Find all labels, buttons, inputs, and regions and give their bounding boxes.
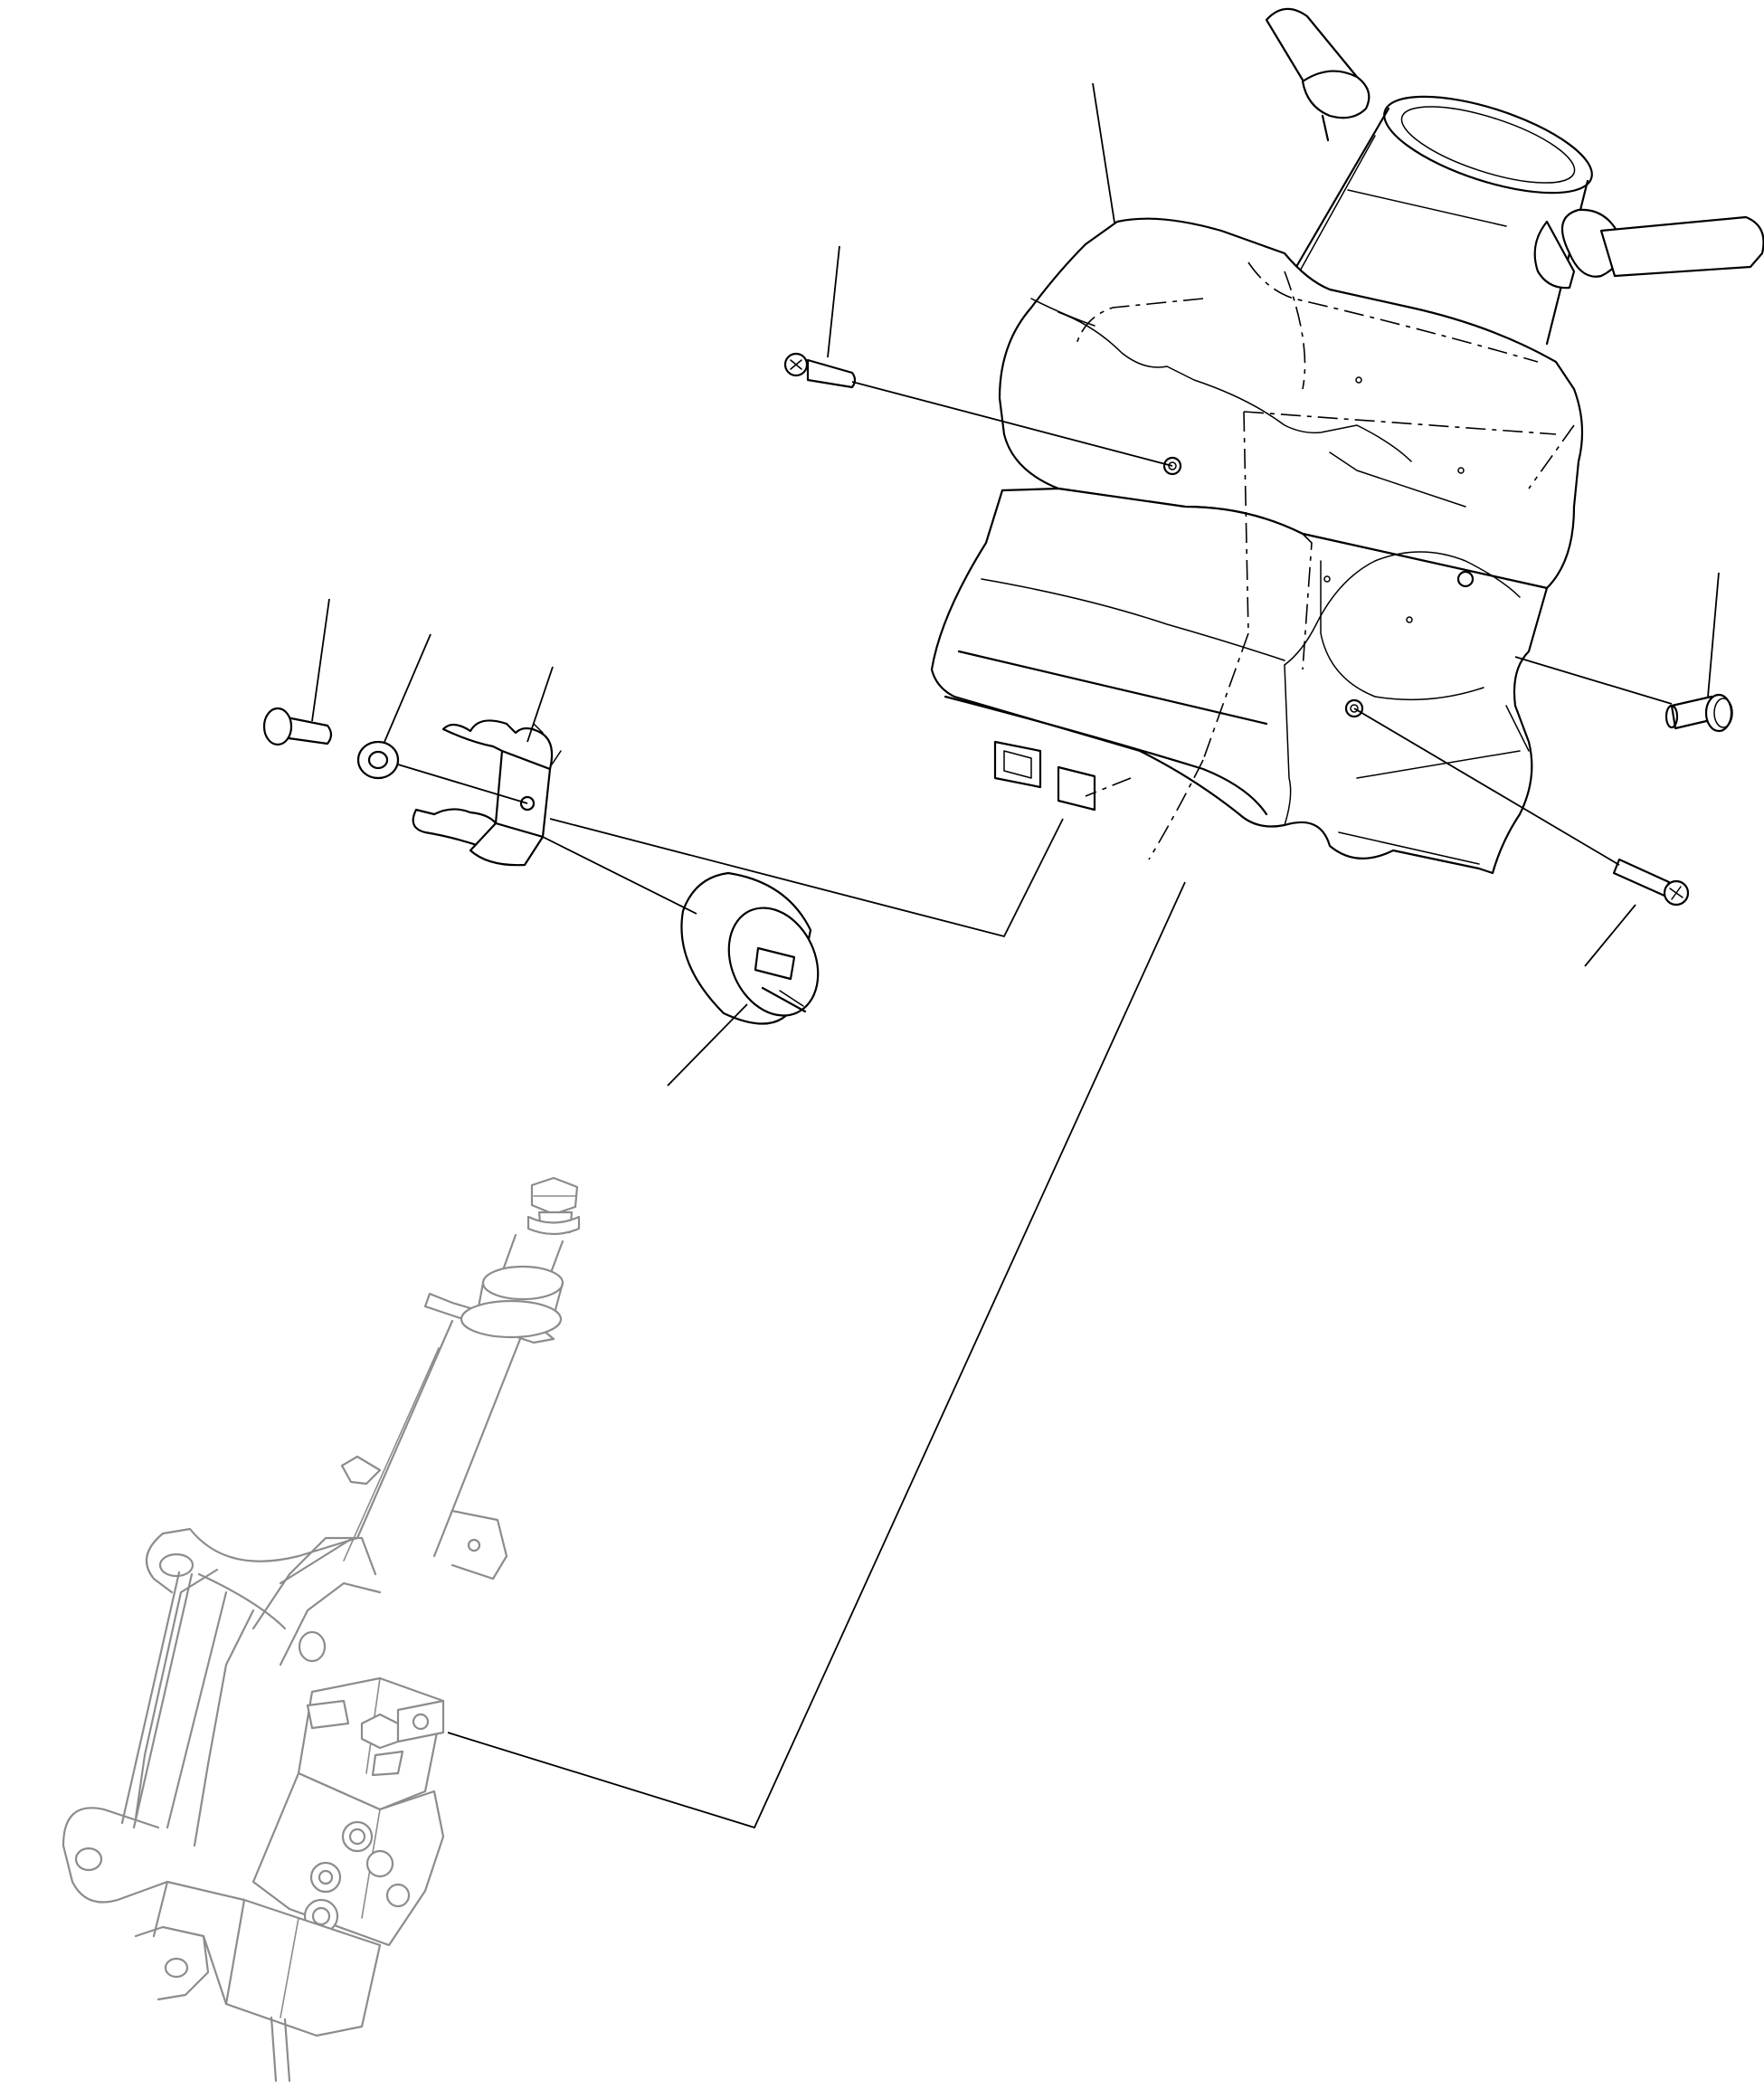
column-top-nut xyxy=(526,1176,581,1236)
mounting-bracket-clip xyxy=(412,719,562,867)
leader-right-bolt-to-cover xyxy=(1514,656,1673,705)
right-stalk-lever xyxy=(1533,208,1764,290)
hidden-edge-lines xyxy=(1076,261,1575,860)
screw-hole-markers xyxy=(1162,376,1475,718)
flange-bolt-right xyxy=(1664,693,1733,733)
leader-lower-screw-to-hole xyxy=(1353,707,1620,866)
wiring-connector xyxy=(993,740,1096,812)
pin-bolt xyxy=(262,707,333,746)
steering-column-cover-assembly xyxy=(930,7,1764,875)
relay-buzzer-unit xyxy=(680,871,820,1025)
lower-cover-body xyxy=(930,487,1549,875)
cover-screw-lower xyxy=(1612,858,1690,907)
leader-washer-to-bracket xyxy=(397,764,528,804)
leader-lower-screw xyxy=(1584,904,1636,967)
callout-leader-lines xyxy=(311,82,1720,1829)
leader-pin-bolt xyxy=(311,598,330,722)
leader-washer xyxy=(384,633,432,743)
leader-upper-screw xyxy=(827,245,840,358)
leader-bracket-to-connector xyxy=(549,818,1064,938)
leader-relay xyxy=(667,1003,748,1087)
left-stalk-lever xyxy=(1265,7,1370,142)
washer xyxy=(356,740,400,780)
leader-cover-assembly xyxy=(1092,82,1115,223)
cover-screw-upper xyxy=(783,352,857,389)
leader-upper-screw-to-hole xyxy=(851,381,1173,467)
leader-bracket-to-relay xyxy=(542,836,697,915)
leader-right-bolt xyxy=(1707,572,1720,698)
steering-column-ghost xyxy=(62,1176,581,2083)
leader-column-to-cover xyxy=(447,881,1186,1829)
leader-bracket xyxy=(526,666,554,743)
